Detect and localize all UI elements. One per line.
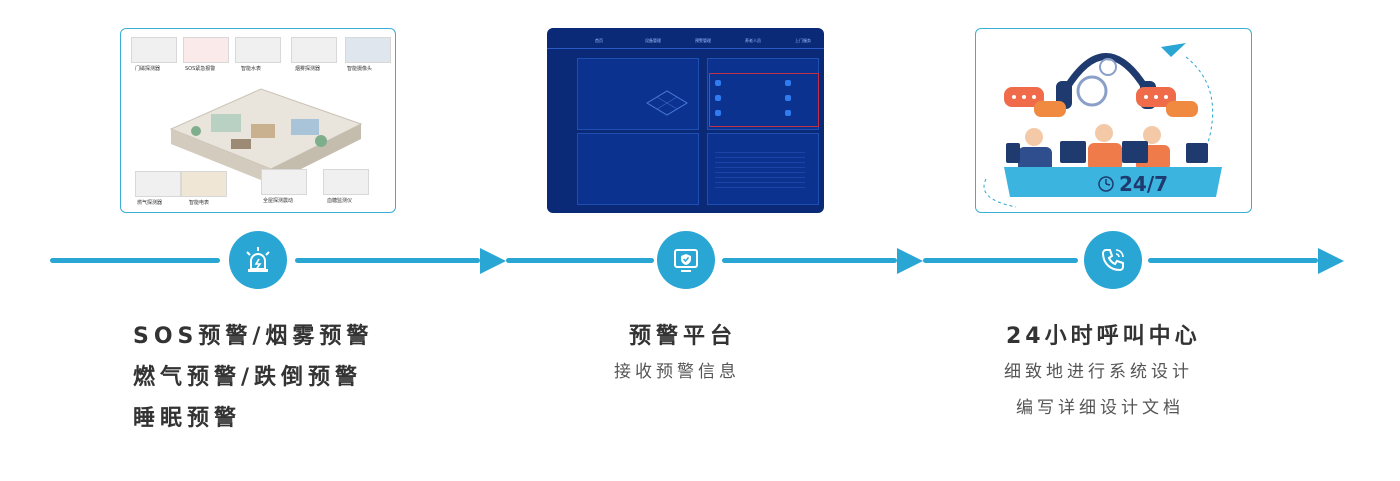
device-thumb <box>135 171 181 197</box>
alarm-light-icon <box>229 231 287 289</box>
device-label: 燃气探测器 <box>137 200 163 206</box>
status-icon <box>785 95 791 101</box>
call-center-illustration: 24/7 <box>975 28 1252 213</box>
device-thumb <box>345 37 391 63</box>
status-icon <box>715 80 721 86</box>
dashboard-tab: 养老人员 <box>745 38 761 43</box>
shield-monitor-icon <box>657 231 715 289</box>
device-label: 智能电表 <box>189 200 210 206</box>
status-icon <box>715 110 721 116</box>
device-thumb <box>261 169 307 195</box>
stage-1-title-line: 睡眠预警 <box>133 406 242 431</box>
stage-2-title: 预警平台 <box>629 324 738 349</box>
divider <box>547 48 824 49</box>
dashboard-screenshot: 首页 设备管理 预警管理 养老人员 上门服务 <box>547 28 824 213</box>
stage-2-subtitle: 接收预警信息 <box>614 362 740 382</box>
device-thumb <box>183 37 229 63</box>
timeline-line <box>722 258 897 263</box>
device-label: 智能水表 <box>241 66 262 72</box>
device-thumb <box>131 37 177 63</box>
table-rows <box>715 148 805 188</box>
timeline-arrow <box>480 248 506 274</box>
dashboard-panel <box>577 133 699 205</box>
device-label: 智能摄像头 <box>347 66 373 72</box>
device-label: 全屋探测震动 <box>263 198 294 204</box>
status-icon <box>715 95 721 101</box>
device-thumb <box>235 37 281 63</box>
dashboard-tab: 首页 <box>595 38 603 43</box>
dashboard-panel <box>577 58 699 130</box>
stage-1-title-line: SOS预警/烟雾预警 <box>133 324 374 349</box>
timeline-line <box>923 258 1078 263</box>
stage-3-subtitle-line: 细致地进行系统设计 <box>1004 362 1193 382</box>
device-thumb <box>181 171 227 197</box>
call-center-graphic <box>983 43 1222 208</box>
phone-icon <box>1084 231 1142 289</box>
dashboard-tab: 设备管理 <box>645 38 661 43</box>
alert-box <box>709 73 819 127</box>
stage-3-subtitle-line: 编写详细设计文档 <box>1016 398 1184 418</box>
device-label: 血糖监测仪 <box>327 198 353 204</box>
device-thumb <box>291 37 337 63</box>
badge-24-7: 24/7 <box>1119 172 1169 196</box>
timeline-arrow <box>897 248 923 274</box>
stage-1-title-line: 燃气预警/跌倒预警 <box>133 365 363 390</box>
timeline-arrow <box>1318 248 1344 274</box>
timeline-line <box>506 258 654 263</box>
smart-home-image: 门磁探测器 SOS紧急报警 智能水表 烟雾探测器 智能摄像头 燃气探测器 智能电… <box>120 28 396 213</box>
device-label: SOS紧急报警 <box>185 66 216 72</box>
status-icon <box>785 110 791 116</box>
timeline-line <box>1148 258 1318 263</box>
timeline-line <box>295 258 480 263</box>
status-icon <box>785 80 791 86</box>
device-label: 门磁探测器 <box>135 66 161 72</box>
dashboard-tab: 预警管理 <box>695 38 711 43</box>
dashboard-panel <box>707 58 819 130</box>
dashboard-tab: 上门服务 <box>795 38 811 43</box>
grid-3d-graphic <box>646 90 688 116</box>
device-thumb <box>323 169 369 195</box>
timeline-line <box>50 258 220 263</box>
stage-3-title: 24小时呼叫中心 <box>1006 324 1201 349</box>
device-label: 烟雾探测器 <box>295 66 321 72</box>
